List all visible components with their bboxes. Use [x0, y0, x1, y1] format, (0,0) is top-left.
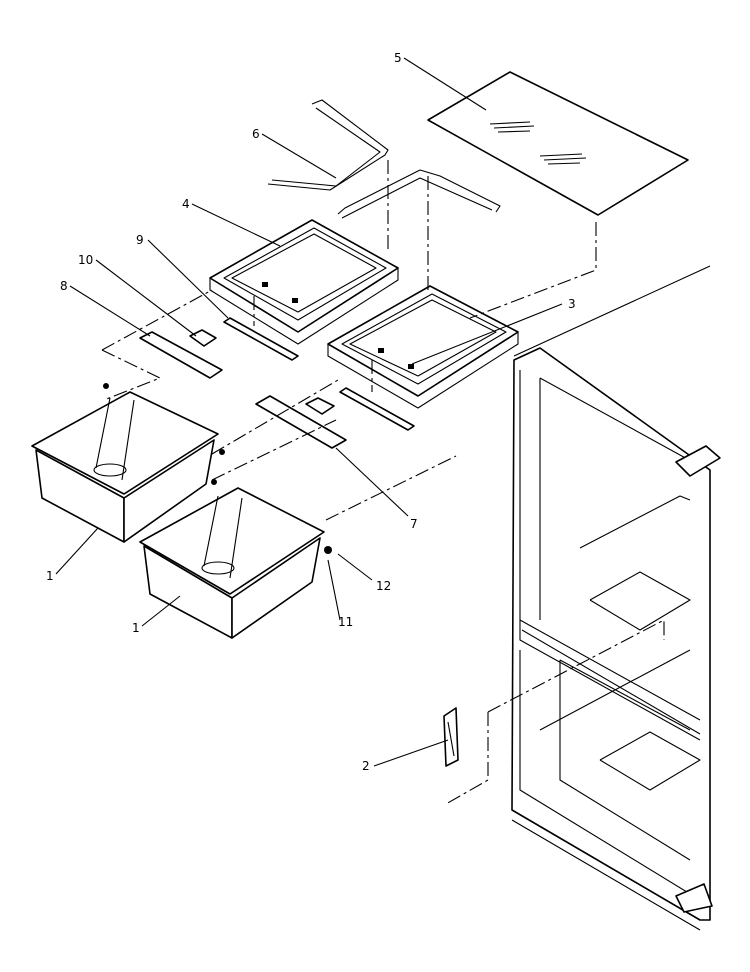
- callout-1a: 1: [46, 569, 54, 583]
- callout-10: 10: [78, 253, 93, 267]
- leader-lines: [55, 57, 563, 767]
- callout-6: 6: [252, 127, 260, 141]
- callout-5: 5: [394, 51, 402, 65]
- crisper-drawer-left: [31, 391, 219, 543]
- shelf-trim-strips: [267, 99, 501, 219]
- refrigerator-cabinet: [511, 265, 721, 931]
- callout-11: 11: [338, 615, 353, 629]
- shelf-frame-right: [327, 285, 519, 409]
- crisper-cover-right: [255, 387, 415, 449]
- callout-1b: 1: [132, 621, 140, 635]
- callout-2: 2: [362, 759, 370, 773]
- crisper-cover-left: [139, 317, 299, 379]
- callout-7: 7: [410, 517, 418, 531]
- assembly-lines: [101, 160, 665, 805]
- shelf-frame-left: [209, 219, 399, 345]
- callout-labels: 5 6 4 9 10 8 3 7 1 1 12 11 2: [46, 51, 576, 773]
- callout-12: 12: [376, 579, 391, 593]
- crisper-drawer-right: [139, 487, 325, 639]
- callout-3: 3: [568, 297, 576, 311]
- glass-shelf: [427, 71, 689, 216]
- shelf-bracket: [443, 707, 459, 767]
- callout-9: 9: [136, 233, 144, 247]
- fasteners: [103, 383, 332, 554]
- callout-4: 4: [182, 197, 190, 211]
- callout-8: 8: [60, 279, 68, 293]
